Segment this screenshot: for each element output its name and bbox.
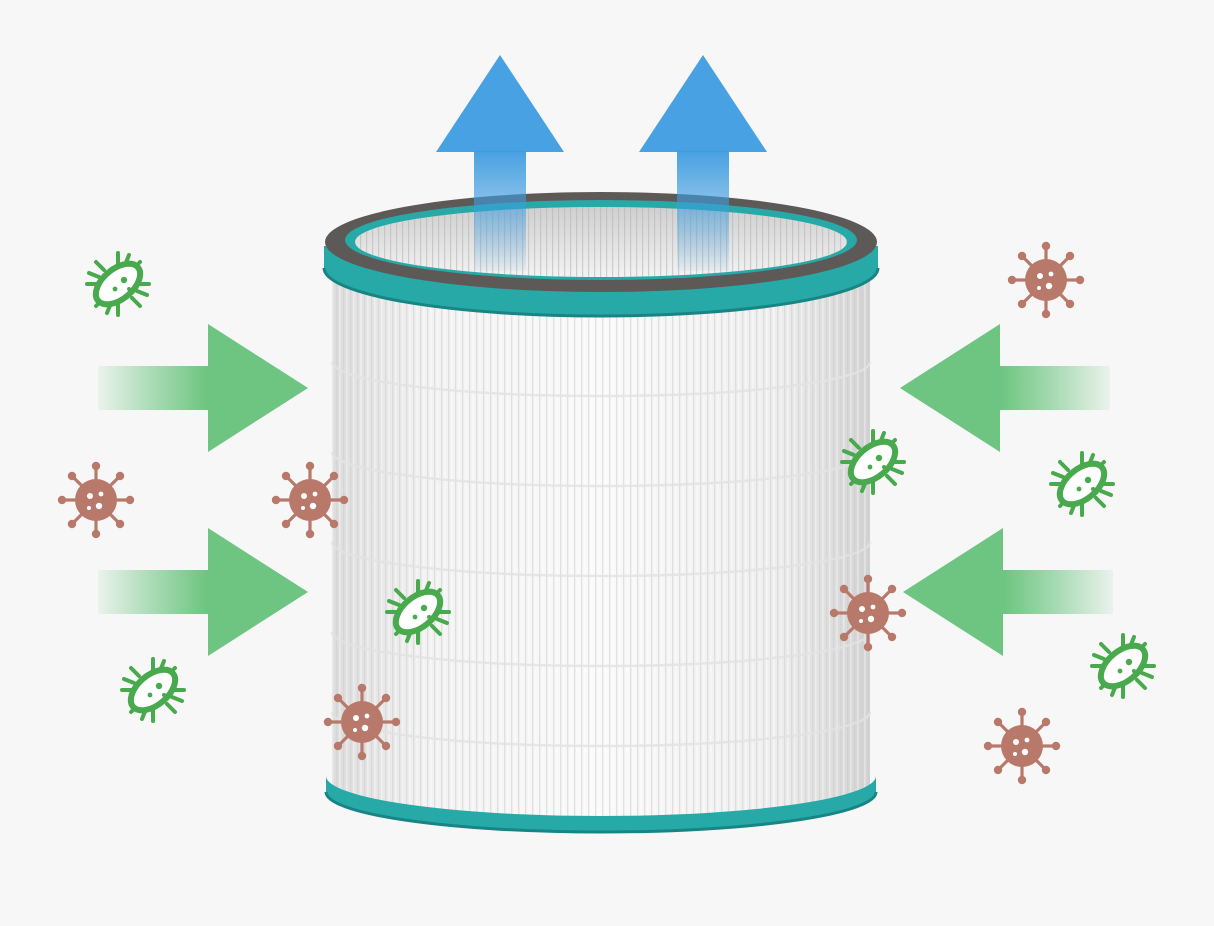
bacteria-icon (87, 253, 149, 315)
bacteria-icon (1092, 635, 1154, 697)
bacteria-icon (842, 431, 904, 493)
virus-icon (1006, 240, 1086, 320)
virus-icon (270, 460, 350, 540)
bottom-rim (326, 776, 876, 832)
virus-icon (56, 460, 136, 540)
virus-icon (322, 682, 402, 762)
bacteria-icon (1051, 453, 1113, 515)
virus-icon (982, 706, 1062, 786)
filter-cylinder (322, 192, 880, 834)
virus-icon (828, 573, 908, 653)
bacteria-icon (122, 659, 184, 721)
bacteria-icon (387, 581, 449, 643)
filter-pleats (332, 262, 870, 824)
